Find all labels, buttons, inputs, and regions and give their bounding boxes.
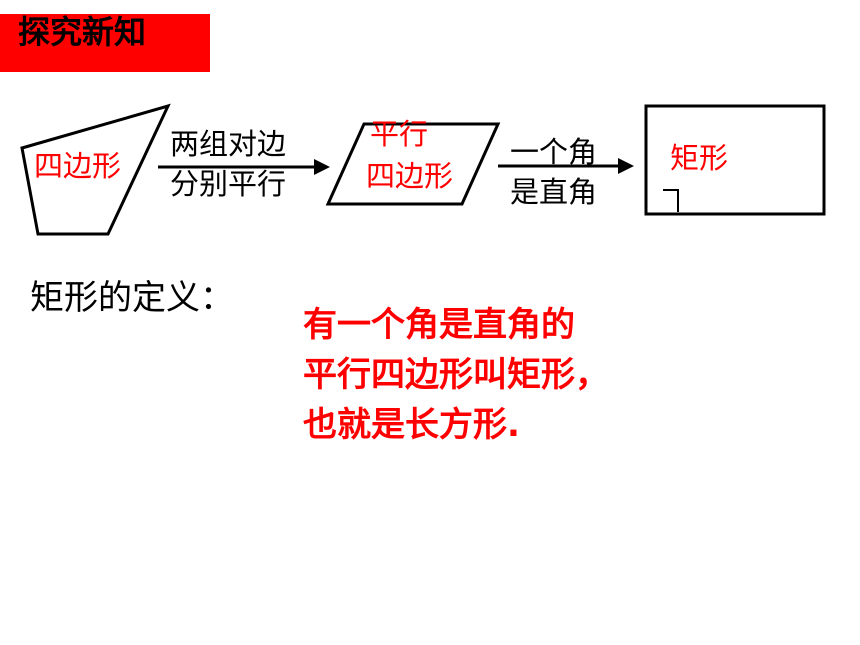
rectangle-shape [644, 104, 826, 216]
parallelogram-label-line1: 平行 [370, 117, 429, 151]
arrow-1-condition-line2: 分别平行 [170, 167, 287, 201]
rectangle-label: 矩形 [670, 141, 729, 175]
arrow-2-head [618, 158, 634, 174]
definition-line: 也就是长方形. [303, 405, 520, 445]
quadrilateral-label: 四边形 [34, 149, 122, 183]
definition-line: 平行四边形叫矩形， [303, 355, 609, 395]
right-angle-mark [663, 189, 679, 212]
page-title: 探究新知 [18, 13, 147, 51]
arrow-1-condition-line1: 两组对边 [170, 127, 287, 161]
arrow-2-condition-line1: 一个角 [510, 135, 598, 169]
arrow-1-head [314, 159, 330, 175]
definition-line: 有一个角是直角的 [303, 305, 575, 345]
definition-text: 有一个角是直角的 平行四边形叫矩形， 也就是长方形. [303, 300, 609, 450]
arrow-2-condition-line2: 是直角 [510, 175, 598, 209]
definition-label: 矩形的定义： [30, 278, 234, 318]
parallelogram-shape [325, 122, 501, 206]
parallelogram-label-line2: 四边形 [366, 159, 454, 193]
quadrilateral-shape [20, 103, 171, 236]
title-bar [0, 14, 210, 72]
